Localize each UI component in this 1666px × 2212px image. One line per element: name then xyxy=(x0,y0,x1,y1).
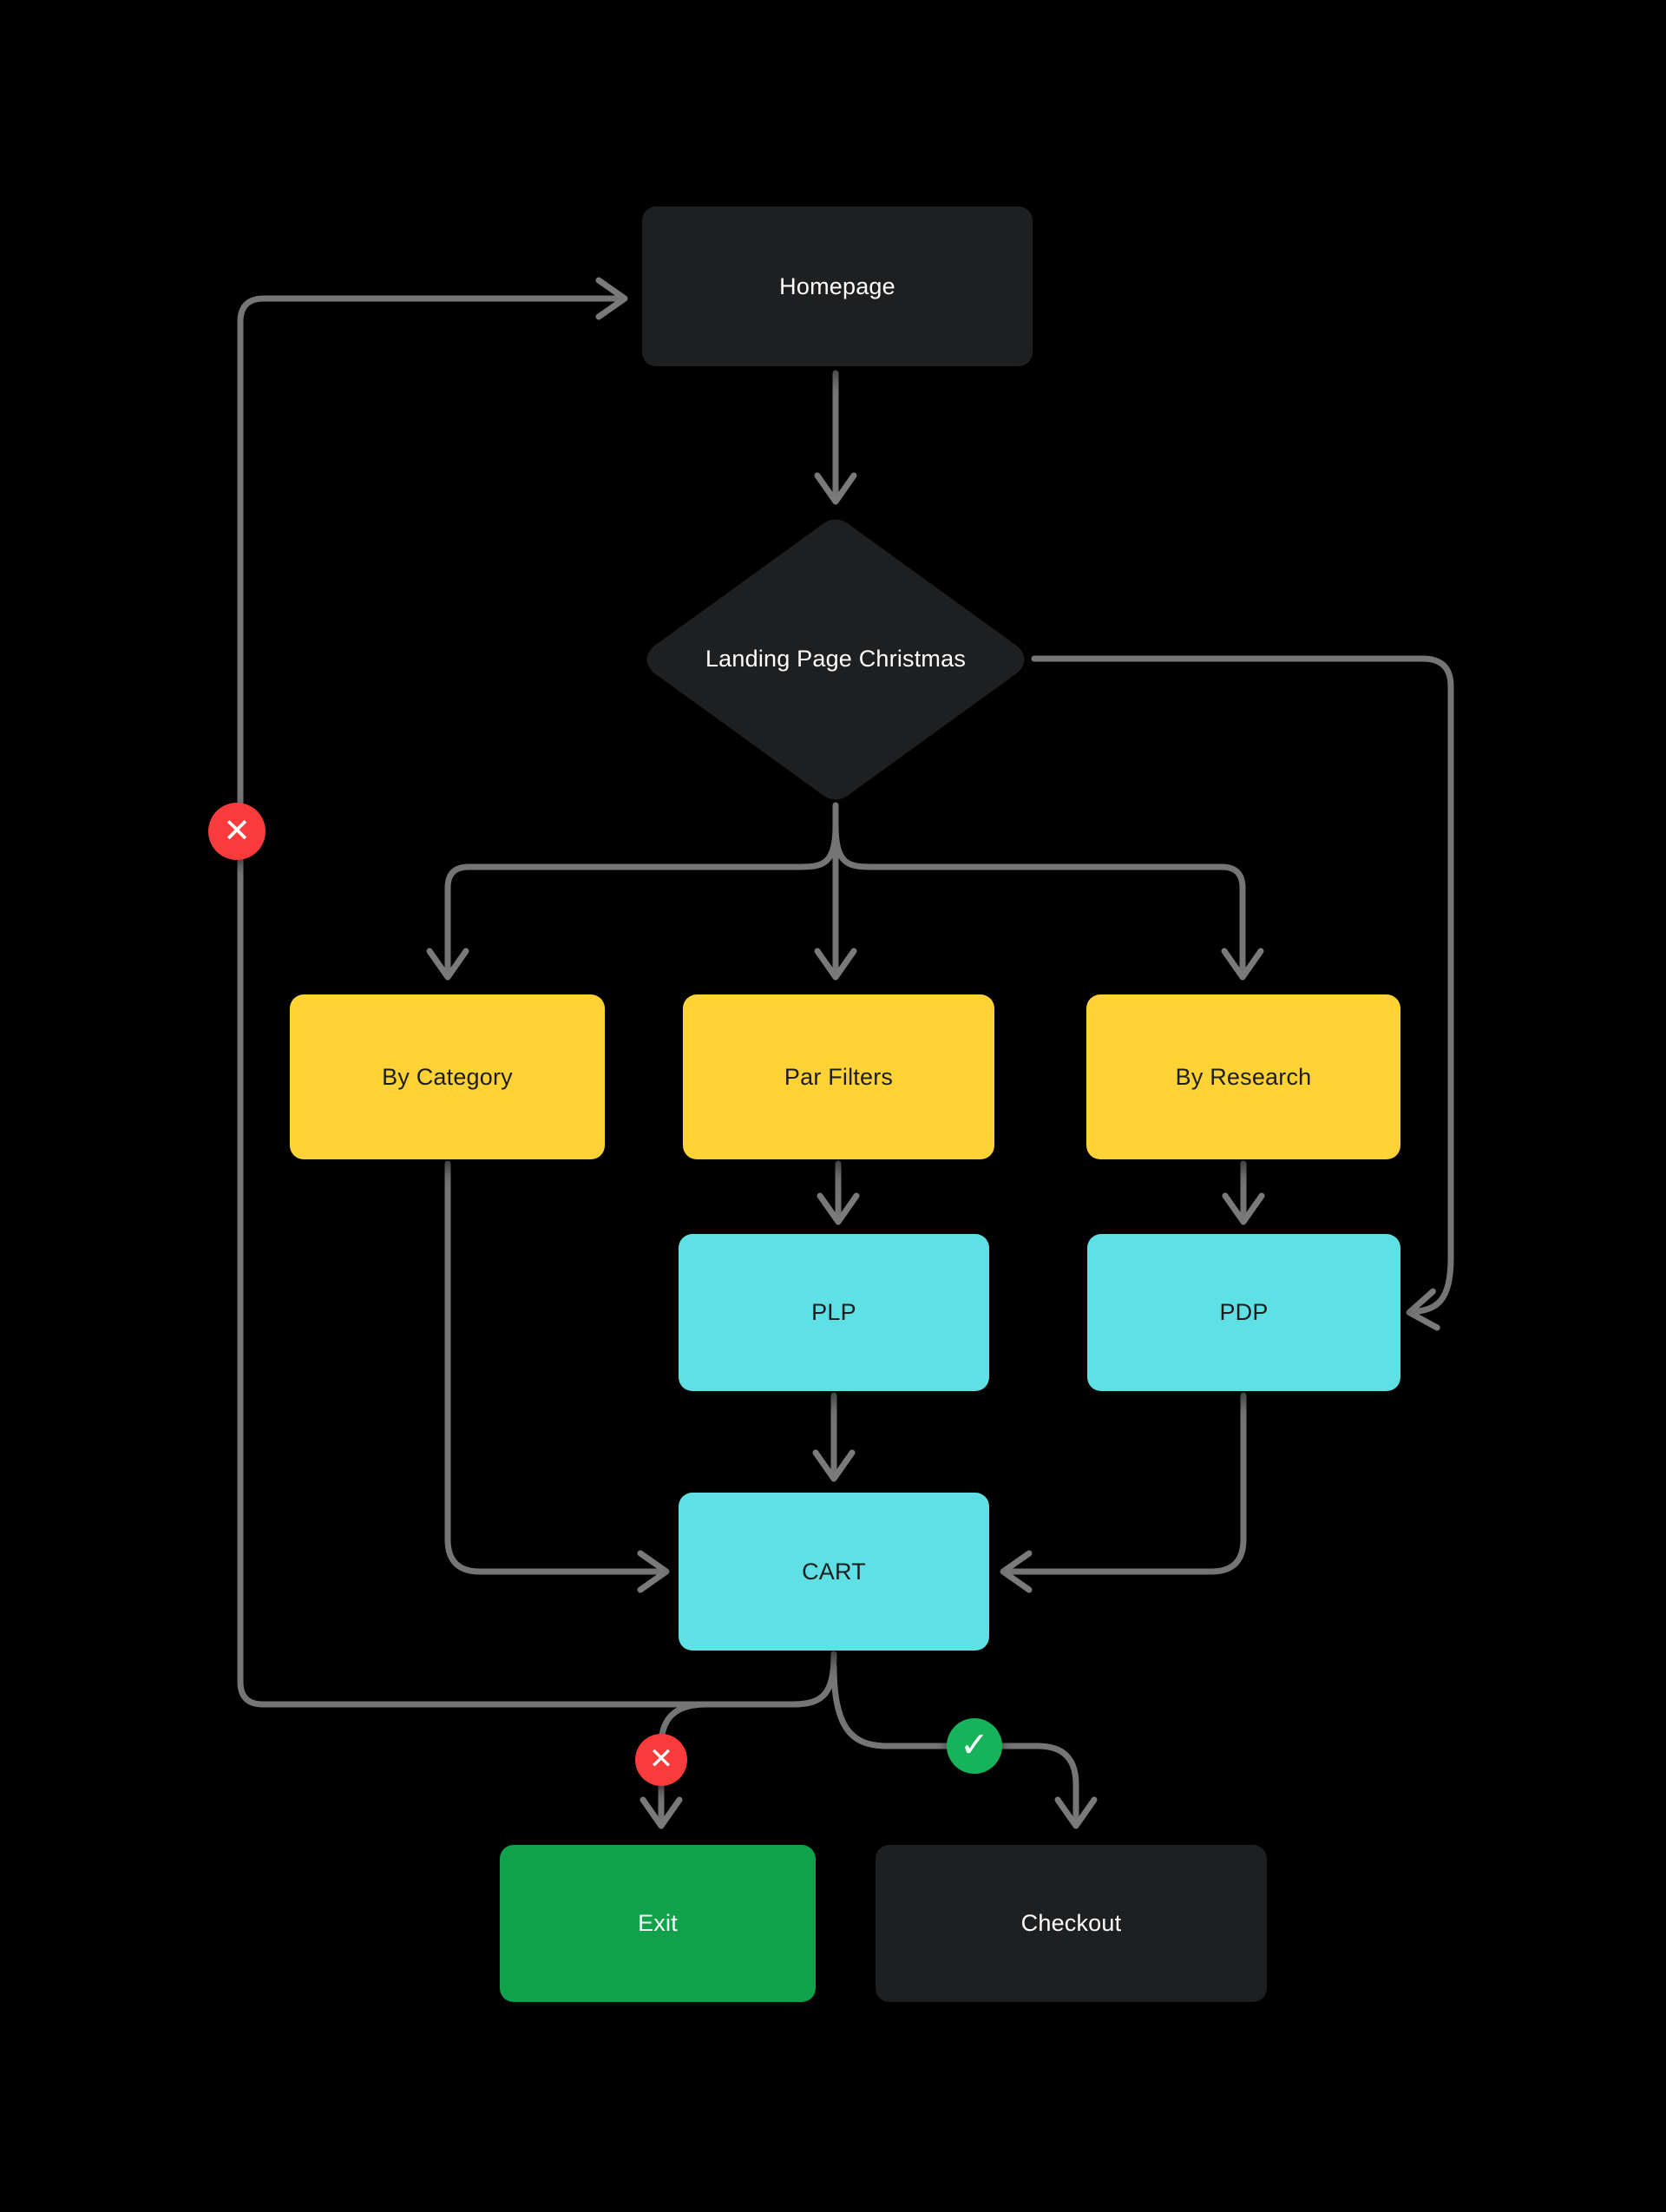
node-checkout[interactable]: Checkout xyxy=(876,1845,1267,2002)
node-homepage-label: Homepage xyxy=(779,272,895,299)
node-by-category-label: By Category xyxy=(382,1063,513,1090)
node-homepage[interactable]: Homepage xyxy=(642,207,1033,366)
edge-landing-to-by-category xyxy=(426,823,839,981)
node-by-category[interactable]: By Category xyxy=(290,994,605,1159)
edge-cart-to-checkout xyxy=(830,1663,1098,1829)
node-pdp[interactable]: PDP xyxy=(1087,1234,1400,1391)
edge-by-category-to-cart xyxy=(444,1160,670,1593)
node-plp[interactable]: PLP xyxy=(679,1234,989,1391)
node-cart-label: CART xyxy=(802,1558,866,1585)
check-circle-icon[interactable]: ✓ xyxy=(947,1718,1002,1774)
edge-landing-to-by-research xyxy=(832,823,1264,981)
node-par-filters[interactable]: Par Filters xyxy=(683,994,994,1159)
edge-pdp-to-cart xyxy=(1000,1392,1247,1593)
node-exit-label: Exit xyxy=(638,1910,678,1936)
x-circle-icon[interactable]: ✕ xyxy=(635,1734,687,1786)
edge-landing-to-pdp xyxy=(1031,655,1454,1331)
diamond-shape xyxy=(646,519,1025,800)
node-checkout-label: Checkout xyxy=(1020,1910,1122,1936)
node-landing-page-decision[interactable]: Landing Page Christmas xyxy=(640,515,1031,804)
node-cart[interactable]: CART xyxy=(679,1493,989,1651)
node-by-research-label: By Research xyxy=(1175,1063,1312,1090)
edge-cart-to-homepage xyxy=(237,277,837,1708)
node-exit[interactable]: Exit xyxy=(500,1845,816,2002)
node-by-research[interactable]: By Research xyxy=(1086,994,1400,1159)
node-par-filters-label: Par Filters xyxy=(784,1063,894,1090)
node-pdp-label: PDP xyxy=(1219,1299,1269,1325)
node-plp-label: PLP xyxy=(811,1299,856,1325)
node-landing-page-label: Landing Page Christmas xyxy=(705,646,967,673)
x-circle-icon[interactable]: ✕ xyxy=(208,803,266,860)
